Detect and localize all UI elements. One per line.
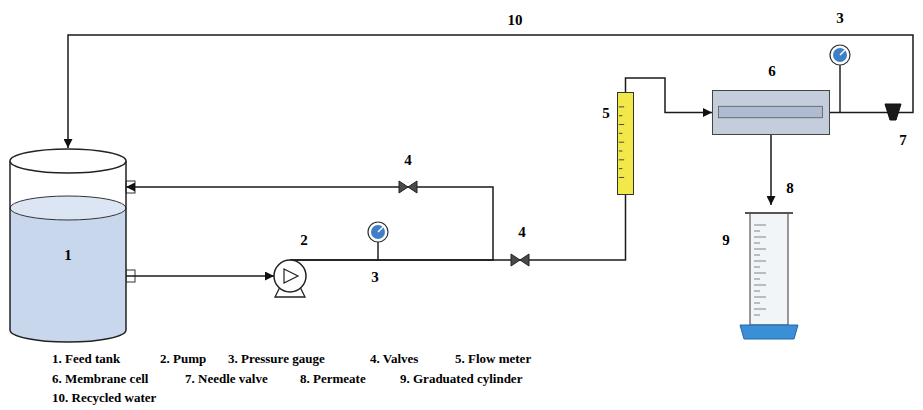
key-entry: 4. Valves: [370, 352, 418, 365]
key-entry: 9. Graduated cylinder: [400, 372, 522, 385]
text-slot: 6. Membrane cell: [52, 369, 148, 387]
text-slot: 4. Valves: [370, 349, 418, 367]
shape-outline: [618, 93, 633, 194]
callout-number: 7: [899, 133, 907, 148]
gauge-stem: [839, 65, 841, 112]
tank-outline: [10, 161, 126, 342]
callout-number: 6: [768, 64, 776, 79]
pipe-line: [290, 195, 626, 260]
text-slot: 3: [371, 268, 379, 286]
key-entry: 10. Recycled water: [52, 391, 156, 404]
needle-valve-symbol: [885, 104, 901, 120]
text-slot: 9. Graduated cylinder: [400, 369, 522, 387]
text-slot: 7. Needle valve: [185, 369, 268, 387]
text-slot: 4: [518, 223, 526, 241]
key-entry: 7. Needle valve: [185, 372, 268, 385]
pipe-line: [126, 187, 493, 260]
shape-outline: [274, 260, 306, 292]
text-slot: 7: [899, 131, 907, 149]
callout-number: 4: [518, 225, 526, 240]
callout-number: 8: [786, 181, 794, 196]
text-slot: 4: [404, 151, 412, 169]
pump-impeller: [284, 269, 298, 283]
membrane-cell: 6: [712, 90, 830, 135]
pipe-line: [770, 135, 772, 205]
pipe-line: [626, 78, 713, 113]
flow-meter: 5: [617, 92, 634, 195]
callout-number: 4: [404, 153, 412, 168]
tank-water: [10, 208, 126, 342]
gauge-needle: [378, 227, 383, 232]
pipe-line: [68, 35, 913, 148]
tank-lid: [10, 149, 126, 173]
key-entry: 5. Flow meter: [455, 352, 531, 365]
key-entry: 6. Membrane cell: [52, 372, 148, 385]
membrane-sheet: [718, 106, 822, 117]
text-slot: 2: [300, 231, 308, 249]
key-entry: 3. Pressure gauge: [228, 352, 325, 365]
text-slot: 1: [64, 246, 72, 264]
water-surface: [10, 196, 126, 220]
feed-tank: 1: [10, 148, 126, 344]
cylinder-tube: [750, 213, 788, 325]
text-slot: 10. Recycled water: [52, 388, 156, 406]
gauge-face: [371, 225, 385, 239]
text-slot: 6: [768, 62, 776, 80]
callout-number: 5: [602, 106, 610, 121]
meter-scale: [619, 107, 624, 178]
text-slot: 9: [722, 231, 730, 249]
pipe-line: [126, 275, 274, 277]
callout-number: 3: [836, 11, 844, 26]
cylinder-graduations: [754, 225, 766, 315]
text-slot: 8: [786, 179, 794, 197]
key-entry: 2. Pump: [160, 352, 206, 365]
text-slot: 1. Feed tank: [52, 349, 120, 367]
gauge-face: [833, 48, 847, 62]
valve-symbol: [399, 181, 417, 193]
gauge-needle: [840, 50, 845, 55]
valve-symbol: [511, 254, 529, 266]
cylinder-rim: [745, 212, 793, 214]
text-slot: 8. Permeate: [300, 369, 366, 387]
shape-outline: [10, 148, 126, 344]
shape-outline: [740, 205, 798, 340]
text-slot: 5. Flow meter: [455, 349, 531, 367]
pump: 2: [274, 260, 306, 292]
cylinder-base: [740, 325, 798, 339]
text-slot: 2. Pump: [160, 349, 206, 367]
callout-number: 2: [300, 233, 308, 248]
callout-number: 9: [722, 233, 730, 248]
key-entry: 8. Permeate: [300, 372, 366, 385]
callout-number: 1: [64, 248, 72, 263]
shape-outline: [713, 91, 829, 134]
callout-number: 3: [371, 270, 379, 285]
text-slot: 3: [836, 9, 844, 27]
gauge-stem: [377, 242, 379, 260]
pressure-gauge: [830, 45, 850, 65]
text-slot: 10: [508, 11, 523, 29]
pressure-gauge: [368, 222, 388, 242]
text-slot: 3. Pressure gauge: [228, 349, 325, 367]
graduated-cylinder: 9: [740, 205, 798, 340]
callout-number: 10: [508, 13, 523, 28]
key-entry: 1. Feed tank: [52, 352, 120, 365]
text-slot: 5: [602, 104, 610, 122]
pump-casing: [274, 260, 306, 292]
